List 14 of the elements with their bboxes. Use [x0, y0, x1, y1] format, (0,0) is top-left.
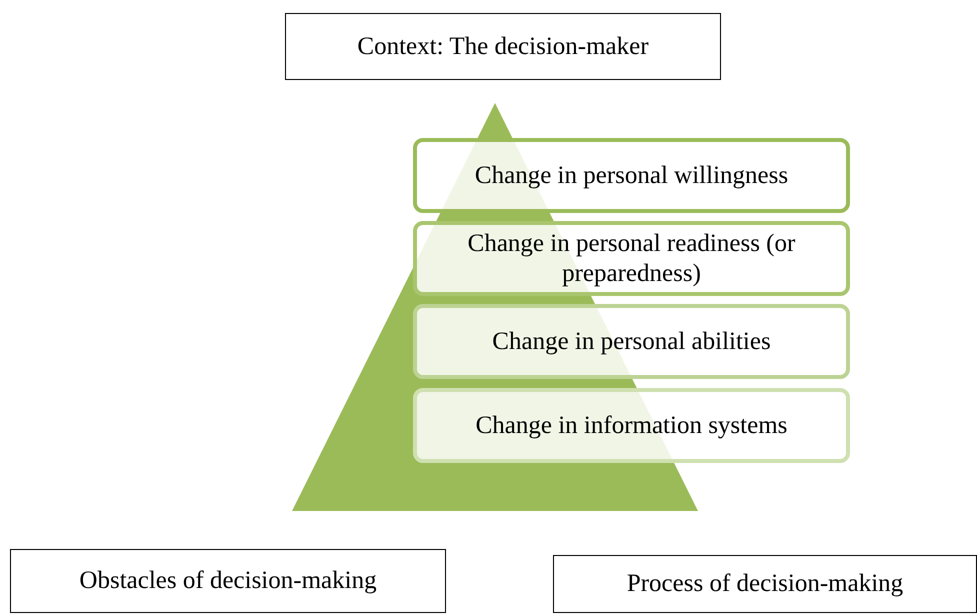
pyramid-level-band	[413, 304, 850, 379]
text-box	[553, 555, 977, 613]
label-text: Change in personal readiness (or preparedness)	[466, 228, 796, 288]
label-text: Change in personal willingness	[474, 160, 788, 190]
pyramid-level-band	[413, 138, 850, 213]
label-text: Context: The decision-maker	[357, 32, 649, 60]
label-text: Change in personal abilities	[492, 326, 771, 356]
label-text: Obstacles of decision-making	[79, 567, 377, 595]
pyramid-level-band	[413, 388, 850, 463]
pyramid-level-band	[413, 221, 850, 296]
label-text: Change in information systems	[476, 410, 788, 440]
text-box	[285, 13, 721, 80]
label-text: Process of decision-making	[626, 570, 904, 598]
text-box	[10, 549, 446, 613]
